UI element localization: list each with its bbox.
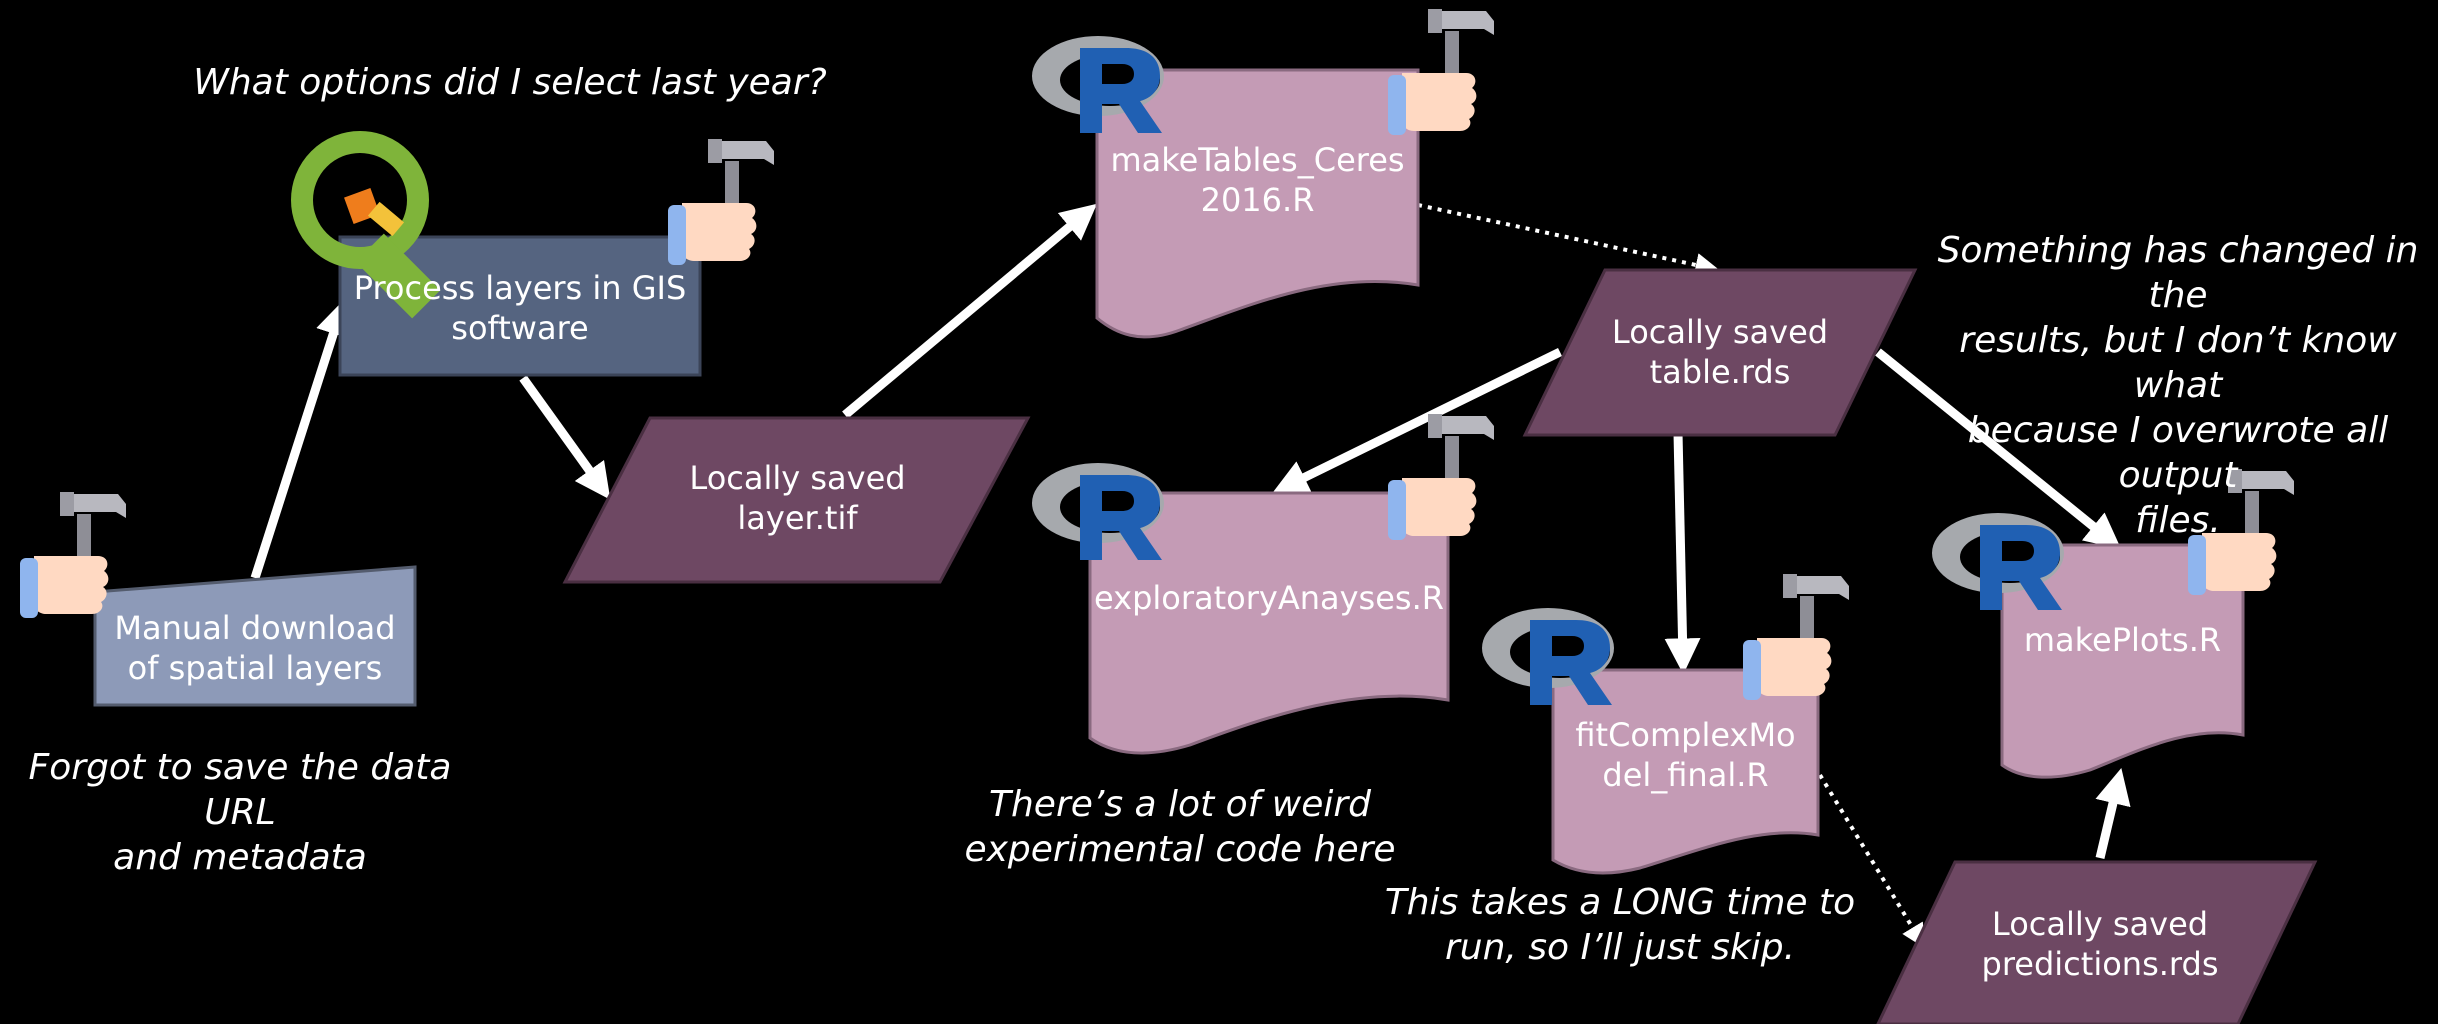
node-process-gis: [291, 131, 774, 377]
hand-hammer-icon: [668, 139, 774, 265]
table-rds-label: Locally saved table.rds: [1611, 313, 1829, 391]
arrow-predictions-to-makeplots: [2095, 767, 2131, 860]
fit-note: This takes a LONG time to run, so I’ll j…: [1384, 882, 1856, 968]
gis-note: What options did I select last year?: [193, 62, 827, 103]
results-note: Something has changed in the results, bu…: [1937, 230, 2419, 541]
node-fit-model: [1482, 574, 1849, 875]
download-note: Forgot to save the data URL and metadata: [28, 747, 452, 878]
arrow-table-to-exploratory: [1272, 347, 1562, 494]
r-logo-icon: [1032, 36, 1164, 133]
arrow-layer-to-maketables: [842, 203, 1098, 419]
node-table-rds: [1522, 268, 1918, 437]
exploratory-label: exploratoryAnayses.R: [1094, 579, 1444, 617]
node-make-tables: [1032, 9, 1494, 339]
arrow-table-to-makeplots: [1875, 348, 2122, 550]
manual-download-label: Manual download of spatial layers: [114, 609, 396, 687]
arrow-maketables-to-table-dotted: [1417, 203, 1720, 277]
make-tables-label: makeTables_Ceres 2016.R: [1110, 141, 1405, 219]
exploratory-note: There’s a lot of weird experimental code…: [964, 784, 1396, 870]
qgis-logo-icon: [291, 131, 441, 319]
process-gis-label: Process layers in GIS software: [353, 269, 687, 347]
arrow-download-to-gis: [250, 299, 351, 580]
arrow-gis-to-layer: [519, 375, 611, 500]
edges: [250, 203, 2131, 949]
node-make-plots: [1932, 469, 2294, 779]
node-predictions-rds: [1876, 860, 2318, 1024]
predictions-rds-label: Locally saved predictions.rds: [1981, 905, 2219, 983]
r-logo-icon: [1032, 463, 1164, 560]
layer-tif-label: Locally saved layer.tif: [689, 459, 906, 537]
node-layer-tif: [562, 416, 1031, 584]
fit-model-label: fitComplexMo del_final.R: [1575, 716, 1796, 794]
hand-hammer-icon: [1743, 574, 1849, 700]
arrow-fitmodel-to-predictions-dotted: [1818, 773, 1925, 949]
r-logo-icon: [1482, 608, 1614, 705]
node-manual-download: [20, 492, 417, 707]
arrow-table-to-fitmodel: [1664, 432, 1701, 675]
make-plots-label: makePlots.R: [2023, 621, 2222, 659]
node-exploratory: [1032, 414, 1494, 755]
